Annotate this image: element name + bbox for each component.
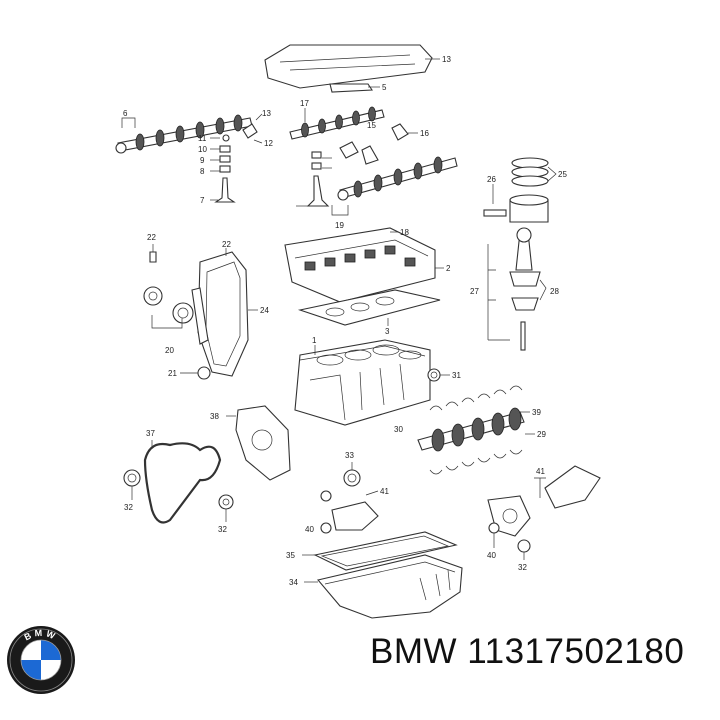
valve-cover <box>264 44 440 89</box>
pulley-32 <box>123 469 234 522</box>
part-labels: 13 5 6 13 11 12 10 9 8 7 17 16 15 18 19 … <box>123 55 567 587</box>
label-28: 28 <box>550 287 559 296</box>
logo-lettering: BMW <box>23 628 60 643</box>
label-12: 12 <box>264 139 273 148</box>
label-16: 16 <box>420 129 429 138</box>
timing-chain <box>143 244 258 380</box>
label-8: 8 <box>200 167 205 176</box>
label-20: 20 <box>165 346 174 355</box>
label-2: 2 <box>446 264 451 273</box>
seal-31 <box>427 368 450 382</box>
valve-cover-gasket <box>329 83 380 93</box>
label-27: 27 <box>470 287 479 296</box>
part-number-caption: BMW 11317502180 <box>370 632 685 671</box>
label-32a: 32 <box>124 503 133 512</box>
drive-belt <box>143 440 222 524</box>
label-6: 6 <box>123 109 128 118</box>
bmw-logo: BMW <box>7 626 75 694</box>
valve-parts-middle <box>296 123 418 207</box>
label-33: 33 <box>345 451 354 460</box>
label-40a: 40 <box>305 525 314 534</box>
label-22a: 22 <box>147 233 156 242</box>
label-31: 31 <box>452 371 461 380</box>
valve-parts-left <box>210 113 263 203</box>
crankshaft <box>417 385 535 475</box>
camshaft-left <box>115 114 253 154</box>
label-32b: 32 <box>218 525 227 534</box>
cylinder-head <box>284 227 444 303</box>
label-13a: 13 <box>262 109 271 118</box>
label-7: 7 <box>200 196 205 205</box>
camshaft-right <box>331 156 458 216</box>
label-25: 25 <box>558 170 567 179</box>
label-11: 11 <box>198 134 207 143</box>
oil-pump <box>320 462 379 534</box>
label-24: 24 <box>260 306 269 315</box>
label-39: 39 <box>532 408 541 417</box>
oil-pump-right <box>487 465 601 560</box>
label-1: 1 <box>312 336 317 345</box>
connecting-rod <box>487 227 547 351</box>
label-41b: 41 <box>536 467 545 476</box>
label-34: 34 <box>289 578 298 587</box>
label-32c: 32 <box>518 563 527 572</box>
label-29: 29 <box>537 430 546 439</box>
label-18: 18 <box>400 228 409 237</box>
label-4: 13 <box>442 55 451 64</box>
label-19: 19 <box>335 221 344 230</box>
label-10: 10 <box>198 145 207 154</box>
engine-block <box>294 339 431 426</box>
label-40b: 40 <box>487 551 496 560</box>
oil-pan <box>304 554 463 619</box>
label-30: 30 <box>394 425 403 434</box>
camshaft-middle <box>289 106 385 140</box>
label-21: 21 <box>168 369 177 378</box>
label-17: 17 <box>300 99 309 108</box>
label-26: 26 <box>487 175 496 184</box>
label-22b: 22 <box>222 240 231 249</box>
head-gasket <box>297 289 441 326</box>
label-35: 35 <box>286 551 295 560</box>
label-41a: 41 <box>380 487 389 496</box>
water-pump <box>226 405 291 481</box>
oil-pan-gasket <box>302 531 458 571</box>
label-37: 37 <box>146 429 155 438</box>
piston-assembly <box>483 157 557 223</box>
label-15: 15 <box>367 121 376 130</box>
label-9: 9 <box>200 156 205 165</box>
label-38: 38 <box>210 412 219 421</box>
label-3: 3 <box>385 327 390 336</box>
label-5: 5 <box>382 83 387 92</box>
